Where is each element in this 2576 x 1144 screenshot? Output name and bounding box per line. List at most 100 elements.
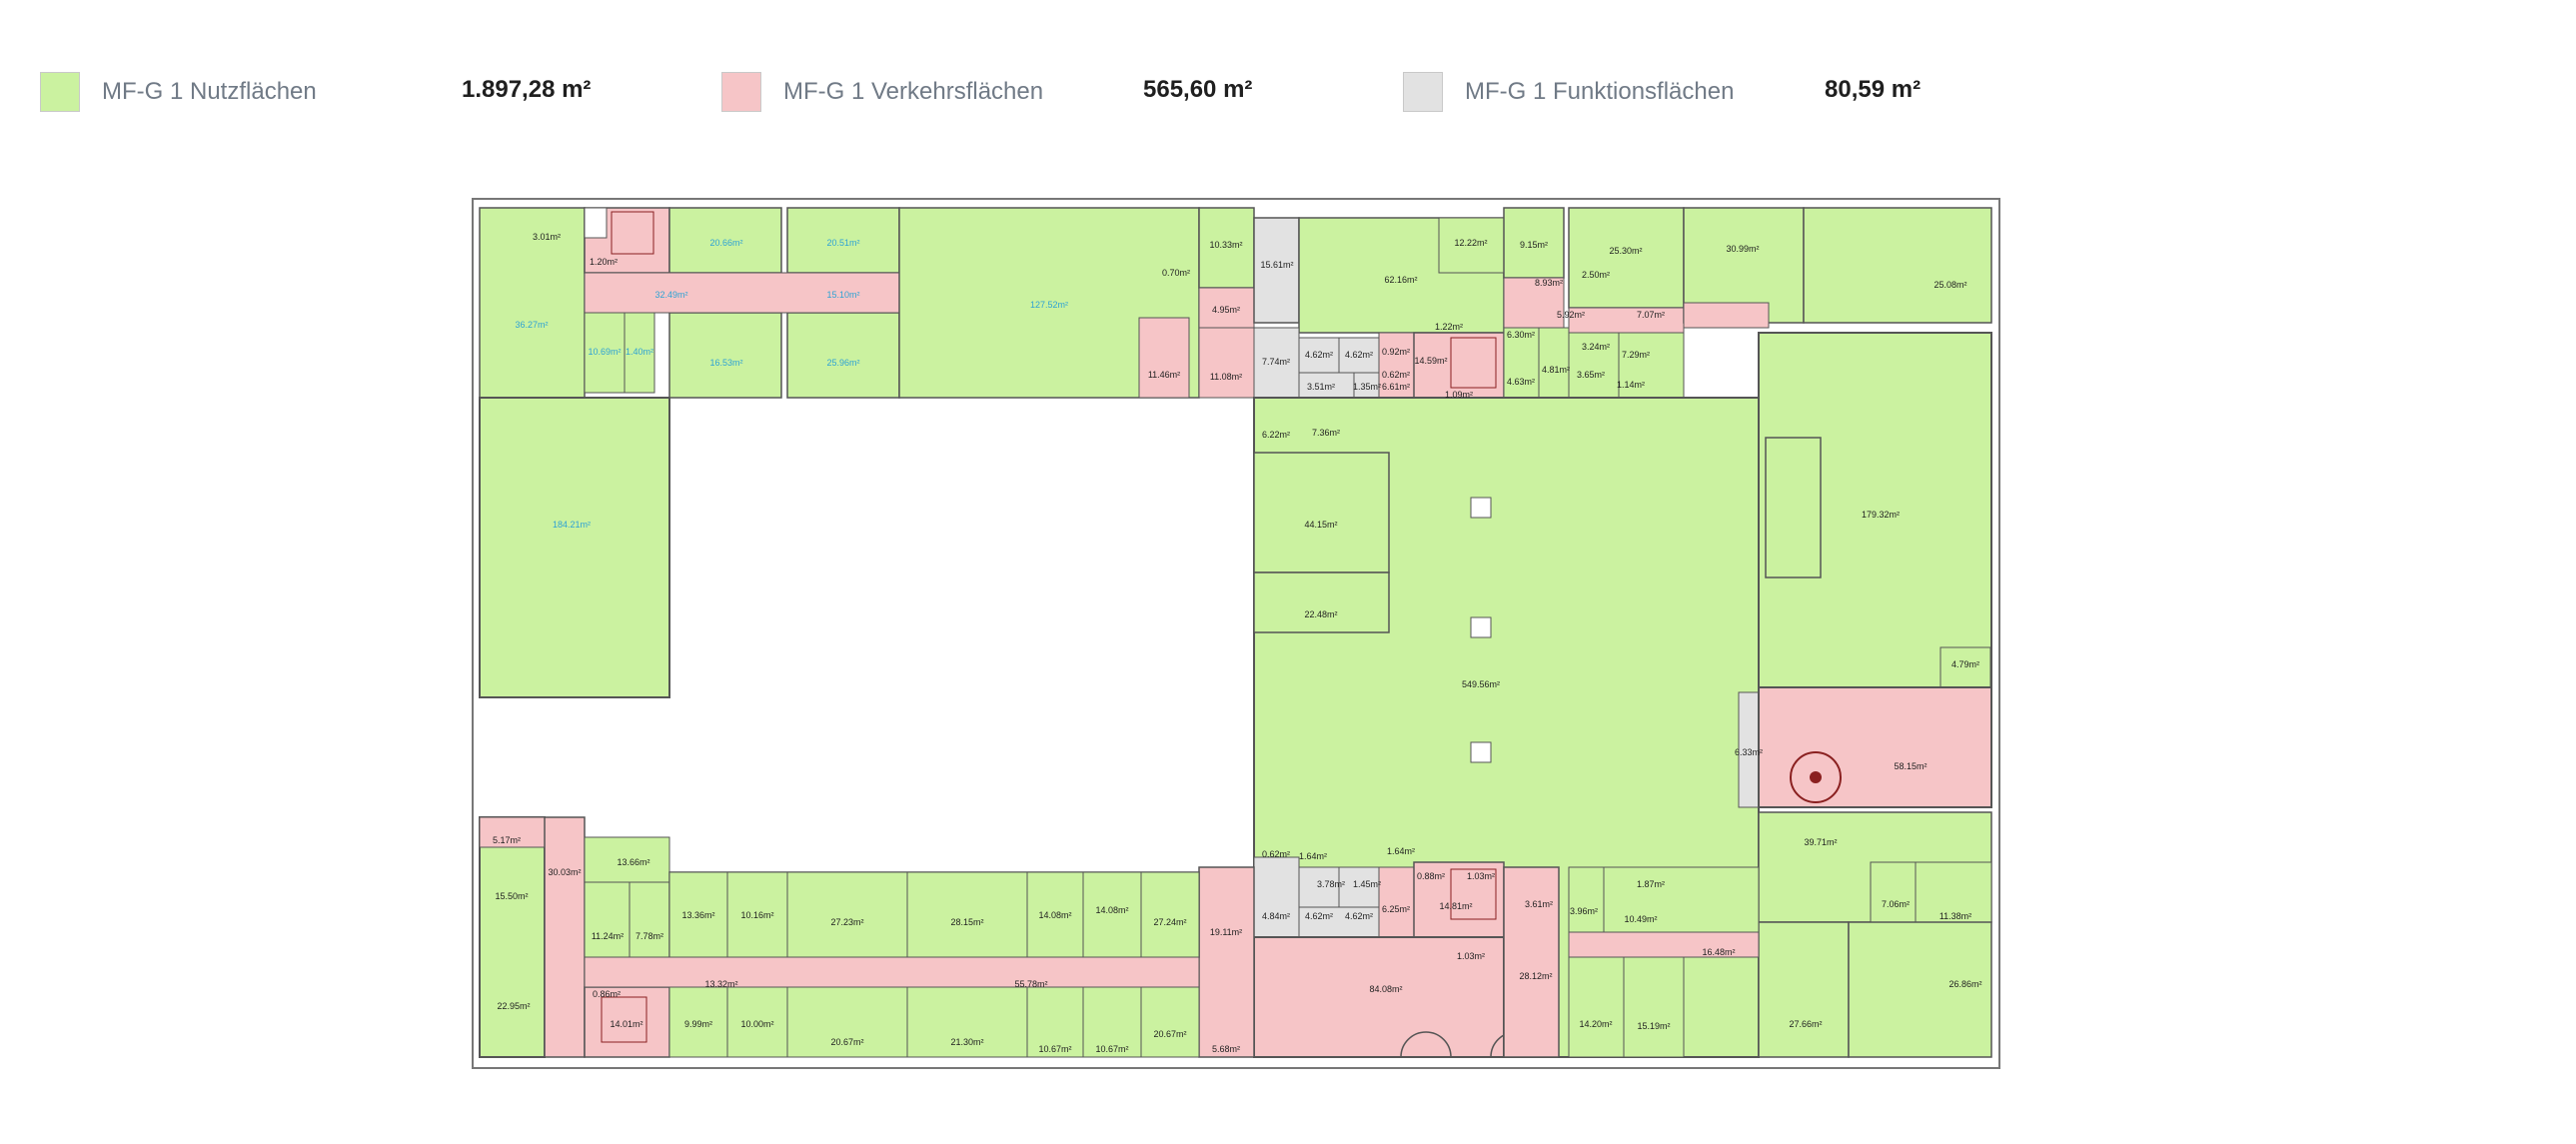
area-label: 0.86m² <box>593 989 621 999</box>
area-label: 25.08m² <box>1933 280 1966 290</box>
area-label: 1.64m² <box>1387 846 1415 856</box>
area-label: 15.50m² <box>495 891 528 901</box>
area-label: 7.29m² <box>1622 350 1650 360</box>
area-label: 26.86m² <box>1948 979 1981 989</box>
area-label: 4.81m² <box>1542 365 1570 375</box>
room-sw-2 <box>479 816 546 848</box>
room-se-2 <box>1848 921 1992 1058</box>
room-ne-1 <box>1503 207 1565 279</box>
area-label: 4.79m² <box>1951 659 1979 669</box>
area-label: 27.66m² <box>1789 1019 1822 1029</box>
room-ne-4 <box>1538 327 1570 399</box>
room-s-13 <box>1082 986 1142 1058</box>
area-label: 30.03m² <box>548 867 581 877</box>
area-label: 4.84m² <box>1262 911 1290 921</box>
area-label: 25.30m² <box>1609 246 1642 256</box>
room-se-3 <box>1568 866 1605 933</box>
shaft-nw <box>584 207 608 239</box>
corridor-ne-2 <box>1683 302 1770 329</box>
area-label: 13.32m² <box>704 979 737 989</box>
room-nc-2 <box>1198 207 1255 289</box>
room-sw-3 <box>584 836 670 883</box>
legend-value-verkehrsflaechen: 565,60 m² <box>1143 76 1253 103</box>
area-label: 32.49m² <box>654 290 687 300</box>
corridor-sw <box>544 816 586 1058</box>
room-s-12 <box>1026 986 1084 1058</box>
area-label: 27.24m² <box>1153 917 1186 927</box>
entrance-door-1 <box>1400 1031 1452 1058</box>
area-label: 14.59m² <box>1414 356 1447 366</box>
shaft-s <box>1298 906 1380 938</box>
area-label: 1.20m² <box>590 257 618 267</box>
area-label: 28.12m² <box>1519 971 1552 981</box>
room-s-3 <box>786 871 908 958</box>
area-label: 1.14m² <box>1617 380 1645 390</box>
legend-swatch-funktionsflaechen <box>1403 72 1443 112</box>
area-label: 2.50m² <box>1582 270 1610 280</box>
stair-nw-flights <box>611 211 654 255</box>
area-label: 22.48m² <box>1304 609 1337 619</box>
room-e-4 <box>1915 861 1992 923</box>
legend-label-funktionsflaechen: MF-G 1 Funktionsflächen <box>1465 78 1735 105</box>
room-e-3 <box>1870 861 1917 923</box>
area-label: 8.93m² <box>1535 278 1563 288</box>
room-nw-large <box>479 397 670 698</box>
room-s-14 <box>1140 986 1200 1058</box>
room-s-8 <box>668 986 728 1058</box>
area-label: 16.53m² <box>709 358 742 368</box>
lift-s-2 <box>1298 866 1340 908</box>
area-label: 5.68m² <box>1212 1044 1240 1054</box>
area-label: 3.78m² <box>1317 879 1345 889</box>
area-label: 12.22m² <box>1454 238 1487 248</box>
area-label: 11.24m² <box>592 931 624 941</box>
lift-n-3 <box>1338 337 1380 374</box>
area-label: 4.62m² <box>1305 911 1333 921</box>
stair-sw-flights <box>601 996 647 1043</box>
area-label: 549.56m² <box>1462 679 1500 689</box>
area-label: 16.48m² <box>1702 947 1735 957</box>
area-label: 5.92m² <box>1557 310 1585 320</box>
area-label: 11.46m² <box>1148 370 1180 380</box>
area-label: 1.64m² <box>1299 851 1327 861</box>
lift-s-1 <box>1253 856 1300 938</box>
room-se-5 <box>1568 956 1625 1058</box>
area-label: 13.66m² <box>617 857 649 867</box>
room-nc-1 <box>1138 317 1190 399</box>
area-label: 7.06m² <box>1882 899 1910 909</box>
room-s-10 <box>786 986 908 1058</box>
area-label: 27.23m² <box>830 917 863 927</box>
area-label: 10.16m² <box>740 910 773 920</box>
area-label: 15.10m² <box>826 290 859 300</box>
room-e-small <box>1939 646 1991 688</box>
column-1 <box>1470 497 1492 519</box>
column-2 <box>1470 616 1492 638</box>
room-s-11 <box>906 986 1028 1058</box>
legend-value-funktionsflaechen: 80,59 m² <box>1825 76 1922 103</box>
area-label: 6.30m² <box>1507 330 1535 340</box>
vestibule-s <box>1378 866 1415 938</box>
area-label: 30.99m² <box>1726 244 1759 254</box>
area-label: 4.62m² <box>1345 350 1373 360</box>
area-label: 6.61m² <box>1382 382 1410 392</box>
legend-swatch-nutzflaechen <box>40 72 80 112</box>
area-label: 1.45m² <box>1353 879 1381 889</box>
vestibule-n <box>1378 332 1415 399</box>
spiral-stair-core <box>1810 771 1822 783</box>
area-label: 0.88m² <box>1417 871 1445 881</box>
corridor-s <box>584 956 1200 988</box>
area-label: 1.03m² <box>1467 871 1495 881</box>
area-label: 3.01m² <box>533 232 561 242</box>
area-label: 6.22m² <box>1262 430 1290 440</box>
area-label: 9.15m² <box>1520 240 1548 250</box>
corridor-n <box>584 272 900 314</box>
area-label: 20.51m² <box>826 238 859 248</box>
room-n-1 <box>668 207 782 274</box>
area-label: 58.15m² <box>1894 761 1927 771</box>
area-label: 10.33m² <box>1209 240 1242 250</box>
area-label: 14.20m² <box>1579 1019 1612 1029</box>
room-c-4 <box>1253 572 1390 633</box>
shaft-n-4 <box>1298 372 1355 399</box>
room-se-4 <box>1603 866 1760 933</box>
legend-label-verkehrsflaechen: MF-G 1 Verkehrsflächen <box>783 78 1044 105</box>
area-label: 19.11m² <box>1210 927 1242 937</box>
